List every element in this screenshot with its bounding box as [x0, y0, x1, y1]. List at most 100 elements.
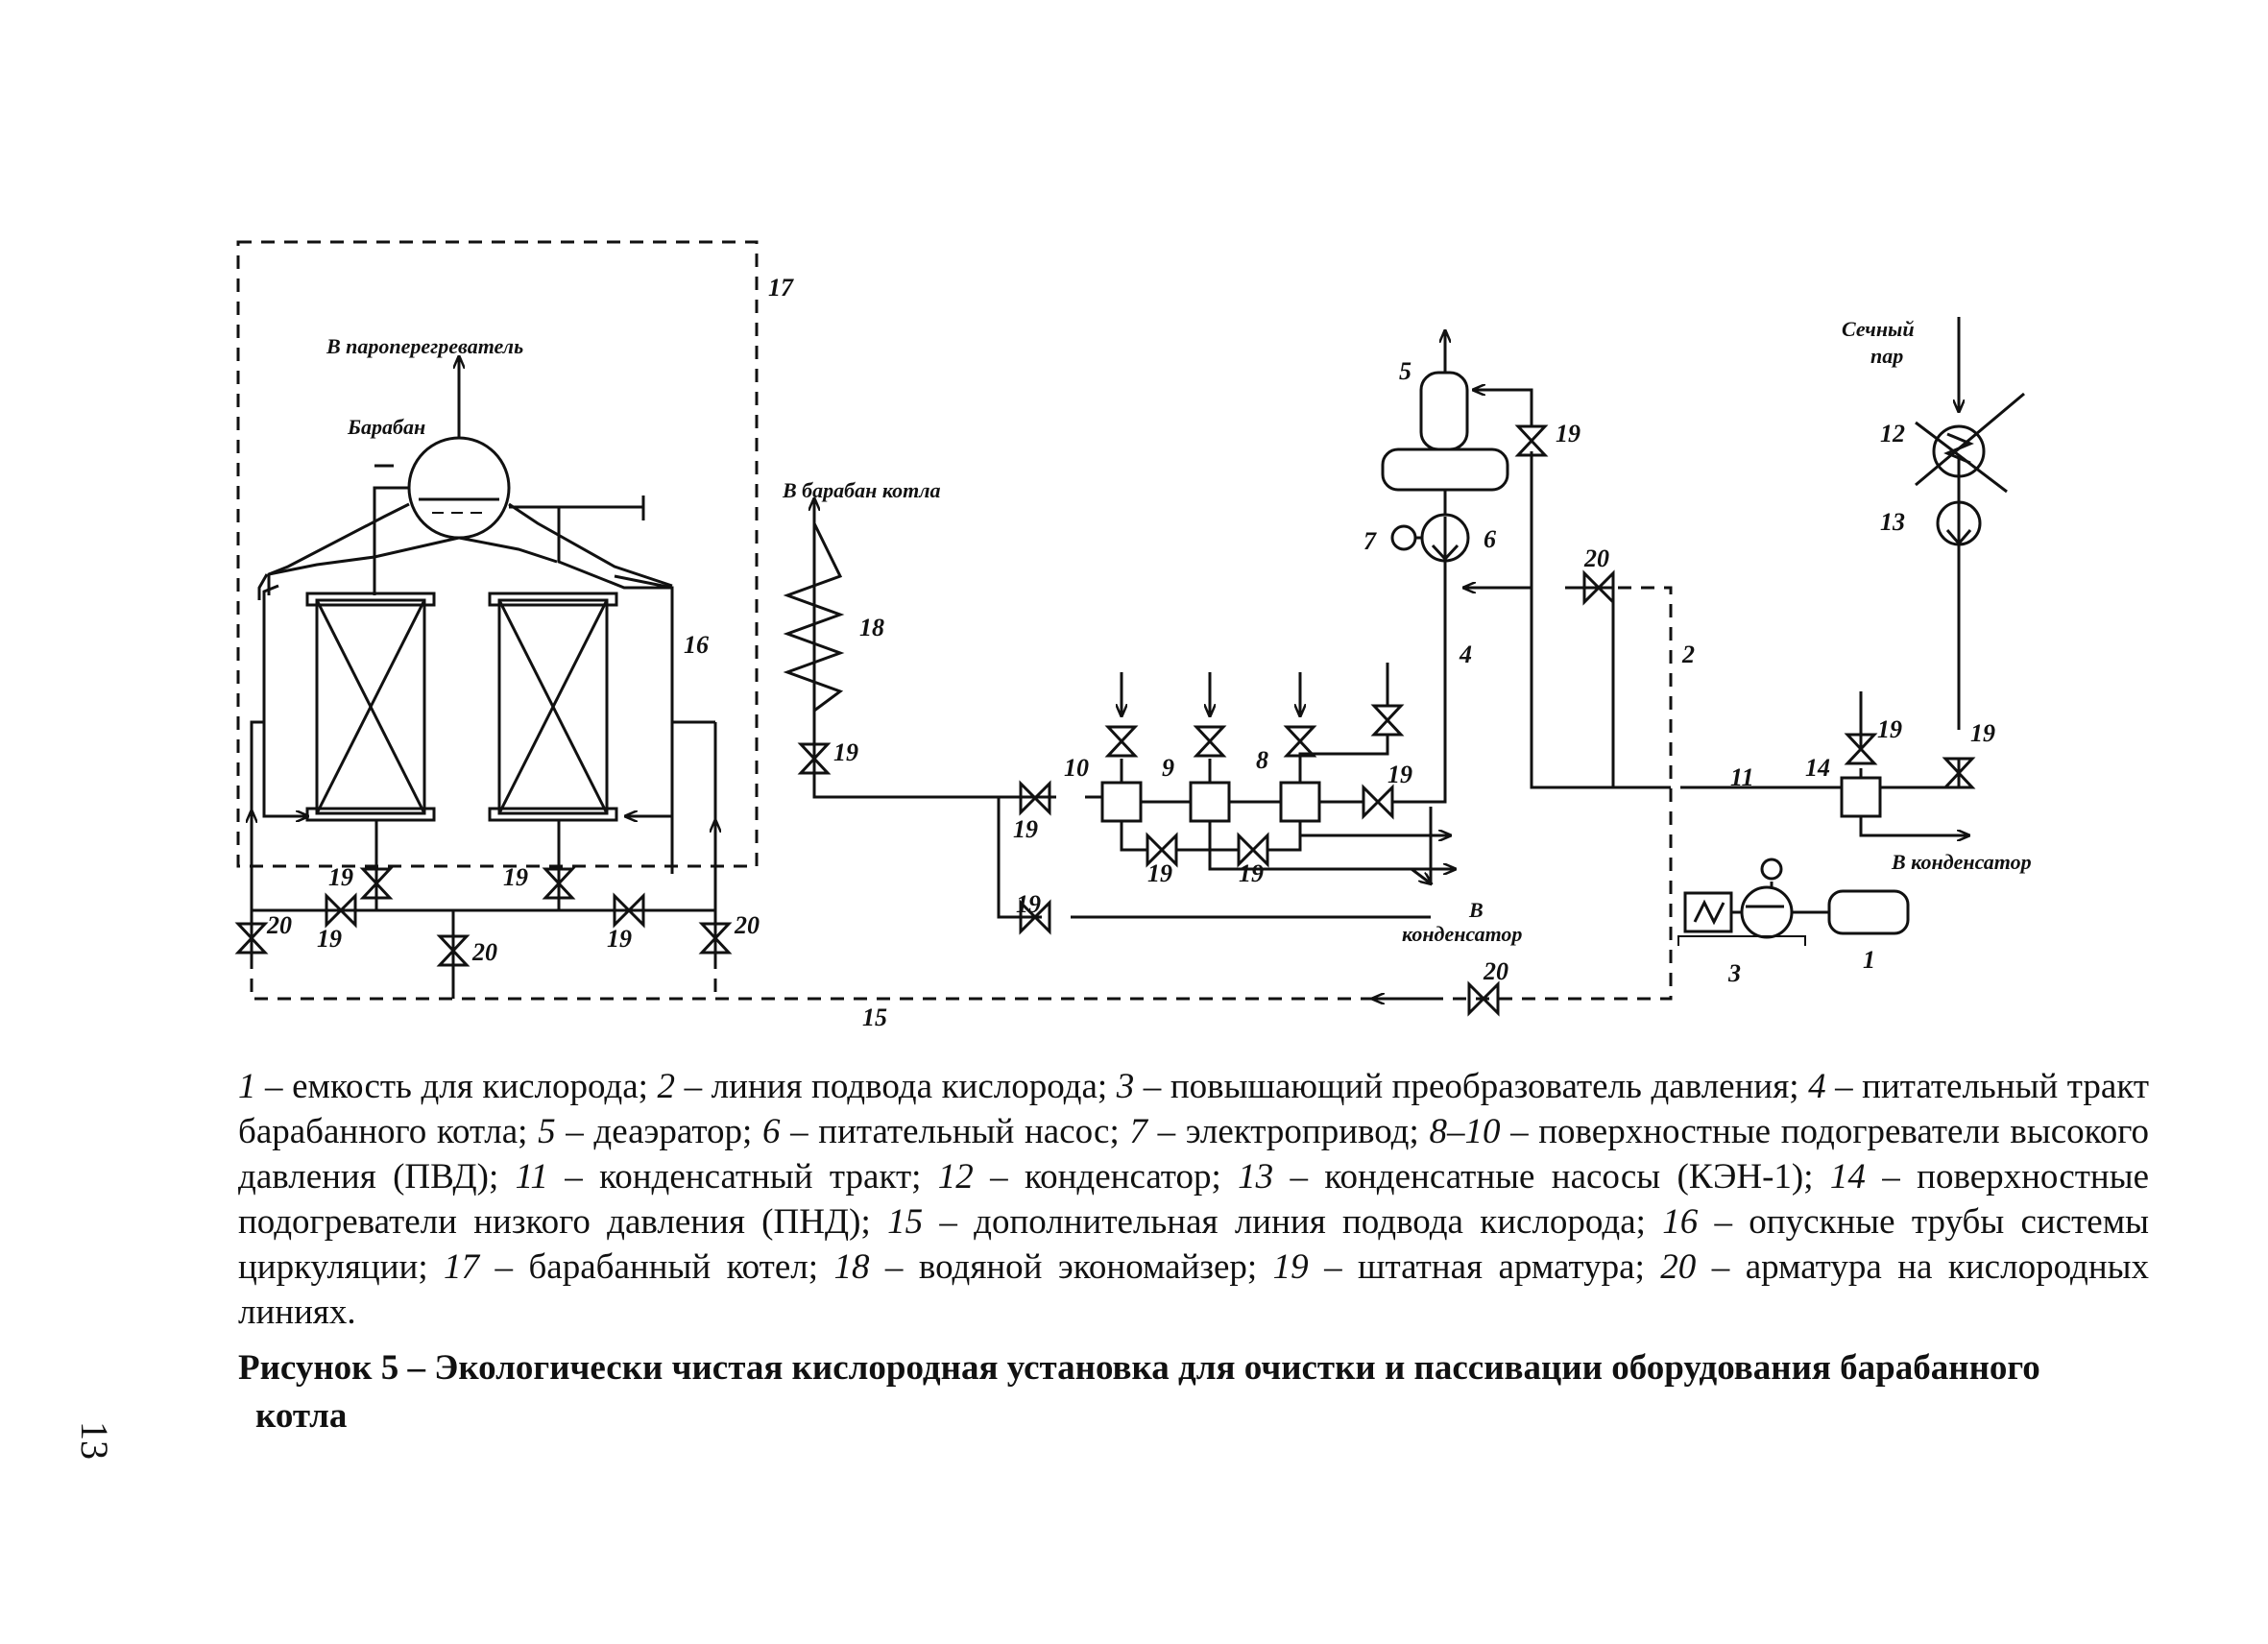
svg-text:19: 19: [328, 863, 353, 891]
legend-number: 16: [1662, 1202, 1699, 1242]
svg-text:2: 2: [1681, 641, 1695, 668]
legend-number: 19: [1272, 1247, 1309, 1287]
deaerator: [1381, 331, 1615, 789]
legend-number: 12: [937, 1157, 974, 1197]
svg-text:11: 11: [1730, 763, 1754, 791]
legend-text: – водяной экономайзер;: [869, 1247, 1273, 1287]
legend-number: 3: [1116, 1067, 1135, 1106]
boiler-enclosure: [236, 240, 759, 868]
legend-text: – дополнительная линия подвода кислорода…: [923, 1202, 1663, 1242]
svg-text:5: 5: [1399, 357, 1411, 385]
svg-text:19: 19: [1016, 890, 1041, 918]
svg-text:Барабан: Барабан: [347, 415, 425, 439]
svg-text:1: 1: [1863, 946, 1875, 974]
svg-text:3: 3: [1727, 959, 1741, 987]
svg-text:Сечный: Сечный: [1842, 317, 1915, 341]
legend-entry: 7 – электропривод;: [1129, 1112, 1429, 1151]
legend-text: – барабанный котел;: [479, 1247, 834, 1287]
legend-entry: 16 – опускные трубы системы циркуляции;: [238, 1202, 2149, 1287]
svg-text:15: 15: [862, 1003, 887, 1031]
legend-text: – повышающий преобразователь давления;: [1134, 1067, 1809, 1106]
legend-text: – деаэратор;: [555, 1112, 762, 1151]
svg-text:18: 18: [859, 614, 884, 641]
svg-text:13: 13: [1880, 508, 1905, 536]
legend-text: – электропривод;: [1146, 1112, 1430, 1151]
svg-text:20: 20: [734, 911, 760, 939]
legend-number: 1: [238, 1067, 256, 1106]
legend-entry: 3 – повышающий преобразователь давления;: [1117, 1067, 1808, 1106]
svg-text:7: 7: [1363, 527, 1377, 555]
svg-text:В конденсатор: В конденсатор: [1891, 850, 2032, 874]
legend-entry: 11 – конденсатный тракт;: [516, 1157, 938, 1197]
svg-text:20: 20: [1483, 957, 1508, 985]
svg-text:8: 8: [1256, 746, 1268, 774]
legend-number: 20: [1660, 1247, 1697, 1287]
svg-text:пар: пар: [1870, 344, 1903, 368]
svg-text:10: 10: [1064, 754, 1089, 782]
diagram-labels: В пароперегреватель Барабан В барабан ко…: [266, 274, 2032, 1031]
legend-text: – питательный тракт барабанного котла;: [238, 1067, 2149, 1151]
downcomers: [252, 464, 715, 955]
legend-entry: 1 – емкость для кислорода;: [238, 1067, 658, 1106]
oxygen-supply: [1677, 858, 1910, 946]
legend-entry: 2 – линия подвода кислорода;: [658, 1067, 1117, 1106]
legend-text: – линия подвода кислорода;: [675, 1067, 1117, 1106]
svg-text:9: 9: [1162, 754, 1174, 782]
legend-text: – конденсатор;: [973, 1157, 1239, 1197]
legend-number: 7: [1129, 1112, 1147, 1151]
condensate-pump: [1936, 500, 1982, 546]
svg-text:19: 19: [1387, 761, 1412, 788]
svg-text:19: 19: [1970, 719, 1995, 747]
legend-entry: 5 – деаэратор;: [538, 1112, 762, 1151]
svg-text:19: 19: [833, 738, 858, 766]
condensate-line: [1532, 317, 1968, 835]
legend-entry: 8–10 – поверхностные подогреватели высок…: [238, 1112, 2149, 1197]
page-number: 13: [73, 1421, 116, 1460]
legend-number: 6: [761, 1112, 781, 1151]
legend-text: – поверхностные подогреватели низкого да…: [238, 1157, 2150, 1242]
legend-number: 15: [887, 1202, 924, 1242]
legend-entry: 20 – арматура на кислородных линиях.: [238, 1247, 2149, 1332]
svg-text:19: 19: [317, 925, 342, 953]
legend-entry: 18 – водяной экономайзер;: [833, 1247, 1272, 1287]
legend-entry: 14 – поверхностные подогреватели низкого…: [238, 1157, 2149, 1242]
legend-number: 17: [444, 1247, 480, 1287]
evaporator-column-right: [488, 592, 618, 822]
legend-number: 11: [515, 1157, 548, 1197]
legend-entry: 15 – дополнительная линия подвода кислор…: [887, 1202, 1662, 1242]
svg-text:19: 19: [1239, 859, 1264, 887]
legend-text: – опускные трубы системы циркуляции;: [238, 1202, 2149, 1287]
svg-text:20: 20: [266, 911, 292, 939]
legend-text: – питательный насос;: [780, 1112, 1130, 1151]
legend-number: 14: [1829, 1157, 1866, 1197]
condenser: [1915, 392, 2025, 494]
svg-text:19: 19: [1556, 420, 1580, 447]
svg-text:12: 12: [1880, 420, 1905, 447]
legend-number: 13: [1238, 1157, 1274, 1197]
legend-text: – емкость для кислорода;: [255, 1067, 658, 1106]
oxygen-line-15: [250, 586, 1673, 1001]
legend-number: 8–10: [1429, 1112, 1501, 1151]
svg-text:конденсатор: конденсатор: [1402, 922, 1522, 946]
feed-pump: [1390, 490, 1613, 588]
legend-text: – штатная арматура;: [1308, 1247, 1661, 1287]
svg-text:14: 14: [1805, 754, 1830, 782]
legend-text: – арматура на кислородных линиях.: [238, 1247, 2149, 1332]
oxygen-installation-diagram: В пароперегреватель Барабан В барабан ко…: [234, 240, 2032, 1031]
caption-line-2: котла: [255, 1396, 348, 1436]
figure-legend: 1 – емкость для кислорода; 2 – линия под…: [238, 1064, 2149, 1335]
feedwater-line: [997, 586, 1455, 919]
legend-text: – конденсатный тракт;: [547, 1157, 938, 1197]
svg-text:В барабан котла: В барабан котла: [782, 478, 941, 502]
legend-number: 5: [538, 1112, 556, 1151]
svg-text:19: 19: [1147, 859, 1172, 887]
legend-entry: 17 – барабанный котел;: [444, 1247, 833, 1287]
legend-number: 4: [1808, 1067, 1826, 1106]
svg-text:19: 19: [1877, 715, 1902, 743]
svg-text:16: 16: [684, 631, 709, 659]
svg-text:В: В: [1468, 898, 1484, 922]
legend-entry: 19 – штатная арматура;: [1273, 1247, 1661, 1287]
caption-line-1: Рисунок 5 – Экологически чистая кислород…: [238, 1348, 2040, 1388]
svg-text:6: 6: [1484, 525, 1496, 553]
legend-entry: 4 – питательный тракт барабанного котла;: [238, 1067, 2149, 1151]
